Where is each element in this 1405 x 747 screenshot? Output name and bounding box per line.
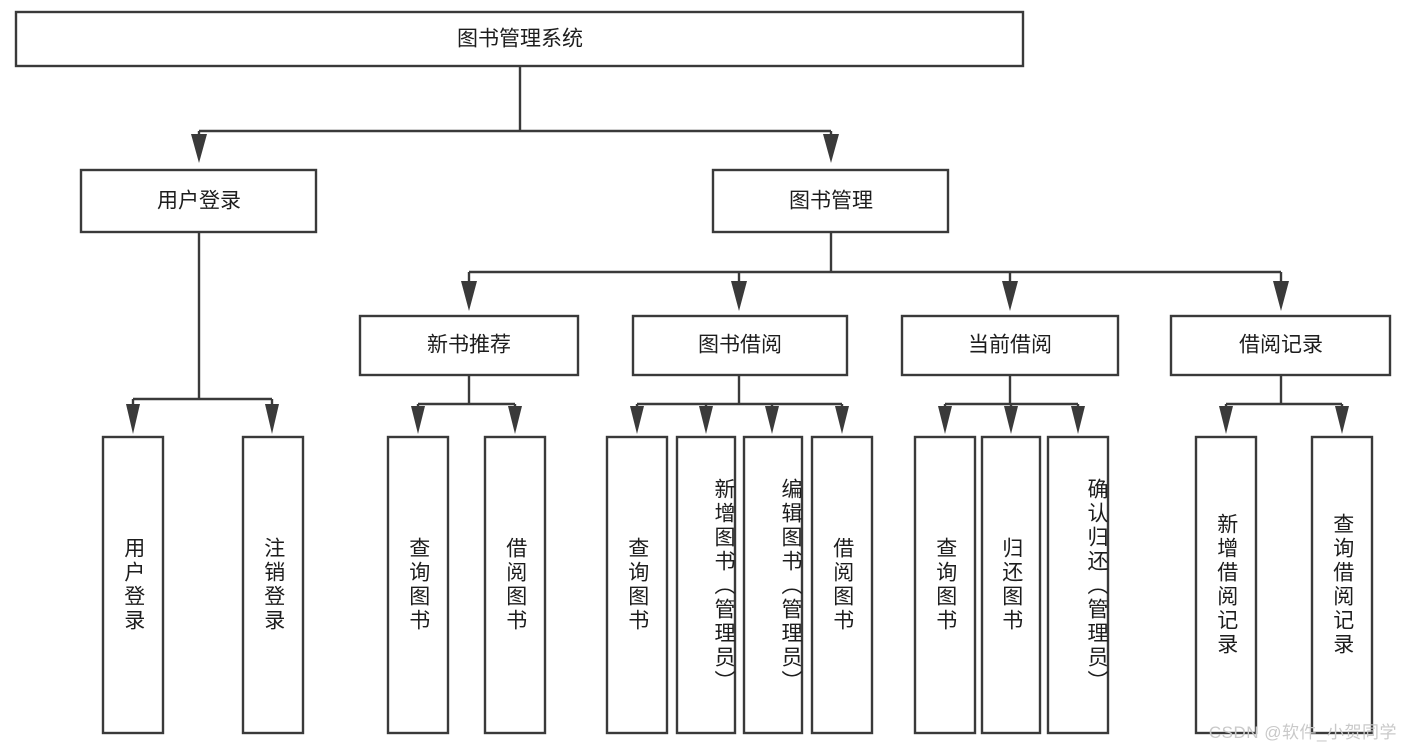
node-leaf-query-book-1[interactable]: 查询图书 <box>386 435 450 735</box>
node-root-box[interactable] <box>14 10 1025 68</box>
node-leaf-add-book[interactable]: 新增图书（管理员） <box>675 435 737 735</box>
connectors <box>126 66 1349 434</box>
node-leaf-return-book-label: 归还图书 <box>999 537 1023 633</box>
node-current-borrow-label: 当前借阅 <box>968 334 1052 357</box>
node-leaf-query-book-1-text-area: 查询图书 <box>406 537 430 633</box>
node-leaf-query-book-2-text-area: 查询图书 <box>625 537 649 633</box>
node-book-manage-label: 图书管理 <box>789 190 873 213</box>
arrow-userlogin-b <box>265 404 279 434</box>
node-leaf-query-book-2-label: 查询图书 <box>625 537 649 633</box>
arrow-root-to-book-manage <box>823 134 839 163</box>
arrow-br-b <box>1335 406 1349 434</box>
node-leaf-query-book-3-box[interactable] <box>913 435 977 735</box>
node-leaf-confirm-return[interactable]: 确认归还（管理员） <box>1046 435 1110 735</box>
node-leaf-query-book-3[interactable]: 查询图书 <box>913 435 977 735</box>
node-current-borrow[interactable]: 当前借阅 <box>900 314 1120 377</box>
arrow-root-to-user-login <box>191 134 207 163</box>
node-leaf-add-book-text-area: 新增图书（管理员） <box>712 478 735 694</box>
node-leaf-user-login-box[interactable] <box>101 435 165 735</box>
node-leaf-add-record-box[interactable] <box>1194 435 1258 735</box>
node-leaf-return-book-text-area: 归还图书 <box>999 537 1023 633</box>
node-leaf-add-record-text-area: 新增借阅记录 <box>1214 513 1238 657</box>
node-borrow-record-label: 借阅记录 <box>1239 334 1323 357</box>
node-leaf-logout-text-area: 注销登录 <box>261 537 285 633</box>
arrow-userlogin-a <box>126 404 140 434</box>
node-leaf-query-record-label: 查询借阅记录 <box>1330 513 1354 657</box>
node-leaf-query-book-2[interactable]: 查询图书 <box>605 435 669 735</box>
arrow-br-a <box>1219 406 1233 434</box>
node-user-login-label: 用户登录 <box>157 190 241 213</box>
node-leaf-borrow-book-2-label: 借阅图书 <box>830 537 854 633</box>
node-leaf-add-book-box[interactable] <box>675 435 737 735</box>
node-leaf-borrow-book-1-box[interactable] <box>483 435 547 735</box>
node-leaf-user-login[interactable]: 用户登录 <box>101 435 165 735</box>
node-leaf-confirm-return-text-area: 确认归还（管理员） <box>1085 478 1108 694</box>
node-leaf-query-book-1-label: 查询图书 <box>406 537 430 633</box>
node-leaf-borrow-book-2[interactable]: 借阅图书 <box>810 435 874 735</box>
node-leaf-borrow-book-2-text-area: 借阅图书 <box>830 537 854 633</box>
node-leaf-query-record-text-area: 查询借阅记录 <box>1330 513 1354 657</box>
node-leaf-edit-book-label: 编辑图书（管理员） <box>779 478 802 694</box>
node-root[interactable]: 图书管理系统 <box>14 10 1025 68</box>
node-leaf-query-book-2-box[interactable] <box>605 435 669 735</box>
arrow-cb-b <box>1004 406 1018 434</box>
node-leaf-query-book-3-text-area: 查询图书 <box>933 537 957 633</box>
node-leaf-query-record-box[interactable] <box>1310 435 1374 735</box>
arrow-nb-b <box>508 406 522 434</box>
node-book-borrow-label: 图书借阅 <box>698 334 782 357</box>
node-leaf-add-record[interactable]: 新增借阅记录 <box>1194 435 1258 735</box>
node-borrow-record-box[interactable] <box>1169 314 1392 377</box>
arrow-bb-c <box>765 406 779 434</box>
node-new-book-rec[interactable]: 新书推荐 <box>358 314 580 377</box>
node-book-borrow[interactable]: 图书借阅 <box>631 314 849 377</box>
node-leaf-borrow-book-1-label: 借阅图书 <box>503 537 527 633</box>
node-leaf-logout-label: 注销登录 <box>261 537 285 633</box>
node-book-manage-box[interactable] <box>711 168 950 234</box>
node-user-login[interactable]: 用户登录 <box>79 168 318 234</box>
node-book-borrow-box[interactable] <box>631 314 849 377</box>
node-leaf-borrow-book-1[interactable]: 借阅图书 <box>483 435 547 735</box>
node-leaf-add-record-label: 新增借阅记录 <box>1214 513 1238 657</box>
arrow-nb-a <box>411 406 425 434</box>
node-leaf-query-book-1-box[interactable] <box>386 435 450 735</box>
node-leaf-borrow-book-2-box[interactable] <box>810 435 874 735</box>
node-leaf-query-book-3-label: 查询图书 <box>933 537 957 633</box>
arrow-cb-a <box>938 406 952 434</box>
node-leaf-edit-book-text-area: 编辑图书（管理员） <box>779 478 802 694</box>
node-leaf-logout-box[interactable] <box>241 435 305 735</box>
node-borrow-record[interactable]: 借阅记录 <box>1169 314 1392 377</box>
arrow-bb-a <box>630 406 644 434</box>
node-leaf-edit-book[interactable]: 编辑图书（管理员） <box>742 435 804 735</box>
node-leaf-query-record[interactable]: 查询借阅记录 <box>1310 435 1374 735</box>
node-new-book-rec-box[interactable] <box>358 314 580 377</box>
node-new-book-rec-label: 新书推荐 <box>427 334 511 357</box>
arrow-bb-d <box>835 406 849 434</box>
node-leaf-return-book[interactable]: 归还图书 <box>980 435 1042 735</box>
node-user-login-box[interactable] <box>79 168 318 234</box>
node-current-borrow-box[interactable] <box>900 314 1120 377</box>
node-leaf-user-login-text-area: 用户登录 <box>121 537 145 633</box>
node-leaf-user-login-label: 用户登录 <box>121 537 145 633</box>
arrow-bm-b <box>731 281 747 311</box>
node-leaf-confirm-return-label: 确认归还（管理员） <box>1085 478 1108 694</box>
arrow-cb-c <box>1071 406 1085 434</box>
node-leaf-logout[interactable]: 注销登录 <box>241 435 305 735</box>
csdn-watermark: CSDN @软件_小贺同学 <box>1208 723 1397 742</box>
node-leaf-borrow-book-1-text-area: 借阅图书 <box>503 537 527 633</box>
node-leaf-add-book-label: 新增图书（管理员） <box>712 478 735 694</box>
arrow-bm-c <box>1002 281 1018 311</box>
arrow-bb-b <box>699 406 713 434</box>
arrow-bm-d <box>1273 281 1289 311</box>
node-leaf-edit-book-box[interactable] <box>742 435 804 735</box>
node-book-manage[interactable]: 图书管理 <box>711 168 950 234</box>
arrow-bm-a <box>461 281 477 311</box>
node-leaf-return-book-box[interactable] <box>980 435 1042 735</box>
node-leaf-confirm-return-box[interactable] <box>1046 435 1110 735</box>
node-root-label: 图书管理系统 <box>457 28 583 51</box>
